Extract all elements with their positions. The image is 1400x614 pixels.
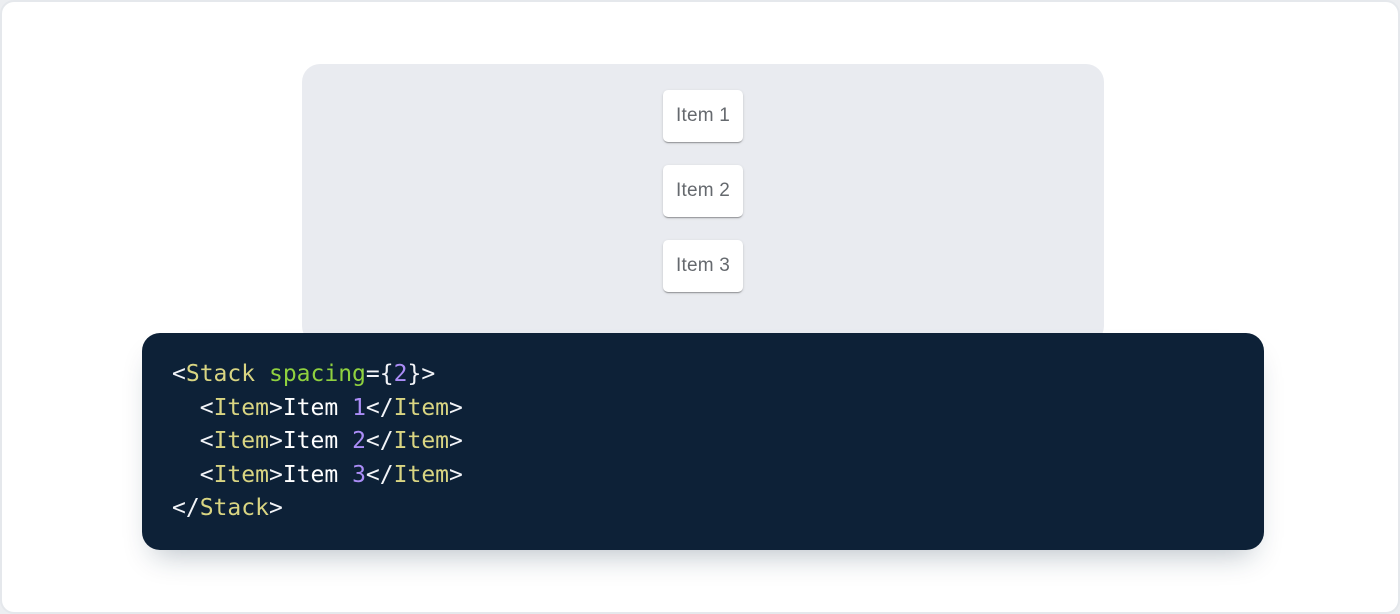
code-token: }> [407, 361, 436, 387]
stack-container: Item 1 Item 2 Item 3 [302, 64, 1104, 292]
code-token: < [172, 361, 186, 387]
code-token: Stack [185, 361, 256, 387]
code-token: Item [393, 428, 450, 455]
code-token: Item [282, 428, 353, 455]
code-token: </ [365, 461, 394, 488]
code-token: Stack [199, 495, 269, 522]
code-token: > [449, 394, 463, 421]
code-token: > [268, 495, 283, 522]
code-token: 1 [352, 394, 366, 421]
code-token: Item [213, 394, 269, 421]
code-token: 2 [393, 361, 408, 387]
code-token: > [268, 394, 283, 421]
code-line: </Stack> [172, 492, 1234, 526]
code-token [172, 462, 200, 488]
code-token: </ [365, 428, 394, 455]
code-token: ={ [365, 361, 394, 387]
code-token: Item [282, 394, 353, 421]
stack-item-label: Item 2 [676, 180, 730, 201]
code-token: > [449, 428, 463, 455]
code-token: Item [282, 461, 353, 488]
code-token: < [199, 461, 214, 488]
code-token: > [268, 461, 283, 488]
code-token: 2 [352, 428, 366, 455]
code-token: < [199, 428, 214, 455]
code-token: 3 [352, 461, 366, 488]
stack-item-label: Item 3 [676, 255, 730, 276]
code-token: Item [213, 461, 269, 488]
code-token: > [449, 461, 463, 488]
stack-demo-panel: Item 1 Item 2 Item 3 [302, 64, 1104, 344]
code-token [172, 428, 200, 454]
code-token [172, 395, 200, 421]
stack-item-card: Item 3 [663, 240, 743, 292]
code-line: <Stack spacing={2}> [172, 358, 1234, 392]
code-token: Item [393, 461, 450, 488]
code-line: <Item>Item 3</Item> [172, 459, 1234, 493]
code-block: <Stack spacing={2}> <Item>Item 1</Item> … [142, 333, 1264, 550]
code-line: <Item>Item 2</Item> [172, 425, 1234, 459]
code-token: > [268, 428, 283, 455]
code-token: Item [213, 428, 269, 455]
code-token: </ [172, 495, 200, 522]
code-token: </ [365, 394, 394, 421]
code-token: < [199, 394, 214, 421]
code-line: <Item>Item 1</Item> [172, 392, 1234, 426]
code-token [255, 361, 269, 387]
stack-item-card: Item 1 [663, 90, 743, 142]
code-token: spacing [268, 361, 366, 387]
code-token: Item [393, 394, 450, 421]
code-content: <Stack spacing={2}> <Item>Item 1</Item> … [172, 358, 1234, 526]
stack-item-card: Item 2 [663, 165, 743, 217]
stack-item-label: Item 1 [676, 105, 730, 126]
